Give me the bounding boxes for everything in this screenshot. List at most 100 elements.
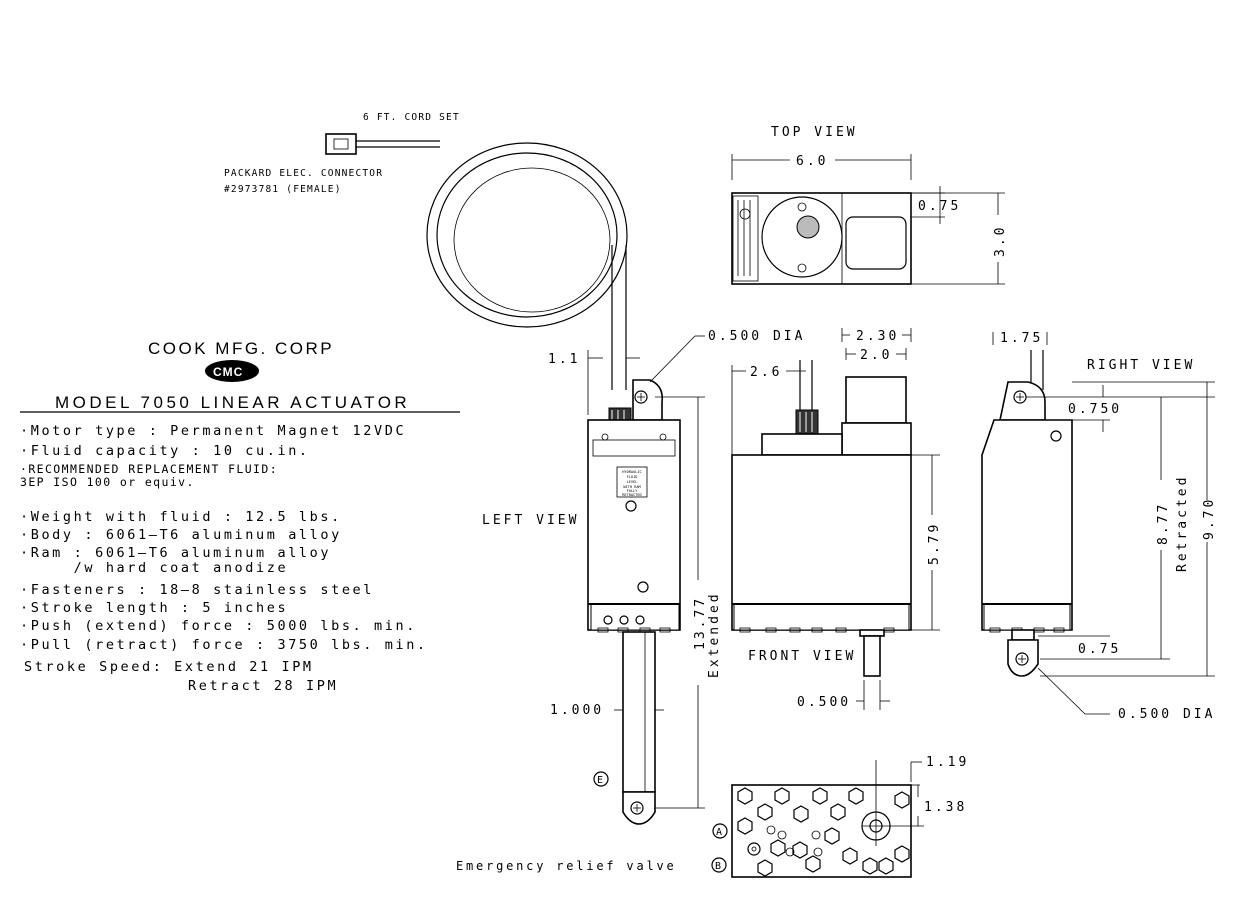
spec-fasteners: ·Fasteners : 18–8 stainless steel [20,582,374,598]
front-view: 2.30 2.0 2.6 FRONT VIEW [731,328,942,710]
front-motor-base [841,422,912,456]
right-rod-stub [1011,629,1035,641]
left-base-hole-1 [603,615,613,625]
bolt-7 [793,805,809,823]
callout-a-circle [712,823,728,839]
bolt-4 [848,787,864,805]
relief-valve-port [747,842,761,856]
reservoir-cap [761,196,843,278]
bolt-15 [805,855,821,873]
left-view-label: LEFT VIEW [482,513,579,528]
connector-socket [333,138,349,150]
front-rod [863,635,881,677]
left-foot-4 [659,627,671,633]
spec-motor: ·Motor type : Permanent Magnet 12VDC [20,423,406,439]
spec-speed-extend: Stroke Speed: Extend 21 IPM [24,659,314,675]
retracted-word: Retracted [1175,475,1190,572]
fluid-level-placard [616,466,648,498]
top-view-body [731,192,912,285]
front-height-dim: 5.79 [927,522,942,565]
front-dim-26: 2.6 [750,365,782,380]
left-base-band [590,603,680,631]
right-foot-1 [989,627,1001,633]
bottom-dim-119: 1.19 [926,755,969,770]
bottom-view: 1.19 1.38 A B Emergency relief valve [456,755,969,878]
left-cord-dim: 1.1 [548,352,580,367]
left-rod-pin [630,801,644,815]
motor-window [845,216,907,270]
spec-ram: ·Ram : 6061–T6 aluminum alloy [20,545,331,561]
top-view: TOP VIEW 6.0 0.75 3.0 [731,125,1008,285]
left-view: LEFT VIEW 1.1 0.500 DIA HYDRAULIC FLUID … [482,329,802,825]
top-width-dim: 6.0 [796,154,828,169]
right-pin-tab [999,381,1046,421]
spec-body: ·Body : 6061–T6 aluminum alloy [20,527,342,543]
left-cap-band [592,439,676,457]
bolt-6 [757,803,773,821]
left-rod-dim: 1.000 [550,703,604,718]
spec-fluid: ·Fluid capacity : 10 cu.in. [20,443,310,459]
relief-valve-center [751,846,757,852]
front-rod-dim: 0.500 [797,695,851,710]
left-ram [622,631,656,793]
bolt-9 [737,817,753,835]
bottom-hole-3 [811,830,821,840]
company-name: COOK MFG. CORP [148,339,334,358]
connector-label-line1: PACKARD ELEC. CONNECTOR [224,168,383,179]
bolt-5 [894,791,910,809]
front-base-band [733,603,910,631]
retracted-dim: 8.77 [1156,502,1171,545]
cord-set-label: 6 FT. CORD SET [363,112,460,123]
top-view-label: TOP VIEW [771,125,858,140]
packard-connector [325,133,357,155]
cord-coil-outer [426,142,628,328]
front-reservoir-cap [761,433,843,456]
right-rod-end [1007,639,1039,677]
front-dim-230: 2.30 [856,329,899,344]
placard-line-2: FLUID [627,475,638,479]
front-foot-3 [789,627,801,633]
extended-word: Extended [707,591,722,678]
front-cord-fitting [795,409,819,435]
right-pin-dia-dim: 0.500 DIA [1118,707,1215,722]
bolt-10 [824,827,840,845]
bolt-2 [774,787,790,805]
front-motor [845,376,907,424]
left-screw-2 [659,433,667,441]
front-foot-4 [811,627,823,633]
extended-dim: 13.77 [693,596,708,650]
bolt-1 [737,787,753,805]
left-base-hole-2 [619,615,629,625]
left-port-lower [637,581,649,593]
bolt-13 [894,845,910,863]
overall-dim: 9.70 [1202,497,1217,540]
cord-set: 6 FT. CORD SET PACKARD ELEC. CONNECTOR #… [224,112,628,390]
bottom-bolt-pattern [737,787,910,877]
spec-recommended: ·RECOMMENDED REPLACEMENT FLUID: [20,462,278,476]
spec-ram-coat: /w hard coat anodize [20,560,288,576]
spec-push: ·Push (extend) force : 5000 lbs. min. [20,618,417,634]
callout-e-letter: E [597,775,603,786]
left-pin-hole [634,390,648,404]
bottom-hole-4 [785,847,795,857]
front-foot-2 [765,627,777,633]
spec-stroke: ·Stroke length : 5 inches [20,600,288,616]
left-port-upper [625,500,637,512]
placard-line-6: RETRACTED [622,493,641,497]
relief-valve-label: Emergency relief valve [456,859,677,873]
bolt-17 [878,857,894,875]
right-view-body [981,419,1073,631]
right-base-band [983,603,1071,631]
placard-line-4: WITH RAM [623,485,641,489]
callout-b-circle [711,857,727,873]
left-pin-tab [632,379,664,421]
callout-e-circle [593,771,609,787]
right-pin-leader [1037,667,1086,715]
left-pin-leader [649,335,696,383]
plate-rivet [739,208,751,220]
left-base-hole-3 [635,615,645,625]
cap-screw-top [797,202,807,212]
fill-plug [796,215,820,239]
right-port [1050,430,1062,442]
